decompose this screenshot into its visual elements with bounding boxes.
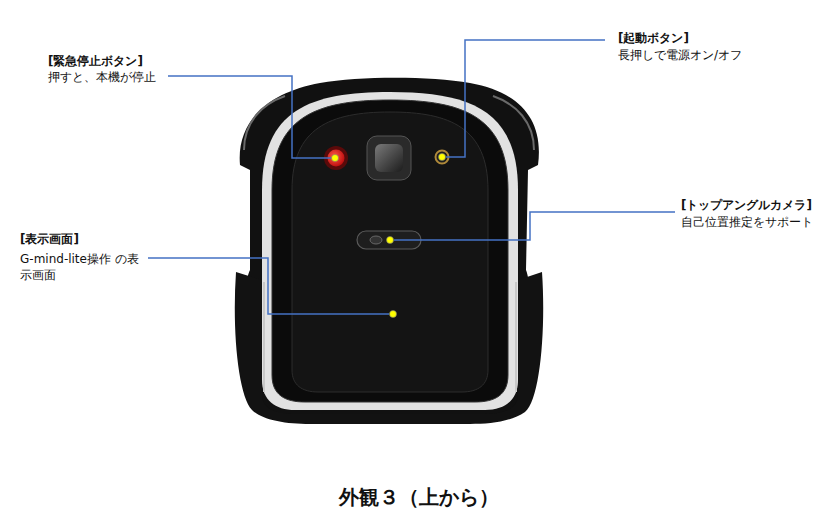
leader-line bbox=[148, 258, 389, 314]
bumper-strip bbox=[263, 282, 265, 392]
callout-text: 自己位置推定をサポート bbox=[681, 214, 813, 230]
callout-heading: [緊急停止ボタン] bbox=[48, 53, 143, 69]
target-dot bbox=[332, 155, 339, 162]
target-dot bbox=[390, 311, 397, 318]
callout-text: 押すと、本機が停止 bbox=[48, 69, 156, 85]
bumper-strip bbox=[515, 282, 517, 392]
callout-heading: [トップアングルカメラ] bbox=[681, 197, 812, 213]
target-dot bbox=[439, 154, 446, 161]
joystick-base bbox=[367, 136, 411, 180]
leader-line bbox=[394, 212, 675, 240]
leader-line bbox=[446, 40, 605, 157]
body-rim bbox=[262, 92, 518, 410]
callout-text: G-mind-lite操作 の表示画面 bbox=[20, 251, 140, 283]
front-bumper bbox=[235, 272, 543, 424]
target-dot bbox=[387, 237, 394, 244]
callout-text: 長押しで電源オン/オフ bbox=[618, 47, 742, 63]
figure-caption: 外観３（上から） bbox=[0, 484, 837, 510]
display-screen bbox=[292, 112, 488, 392]
joystick bbox=[375, 144, 403, 172]
camera-lens bbox=[370, 236, 382, 244]
leader-line bbox=[168, 76, 331, 158]
housing-outline bbox=[240, 78, 539, 422]
callout-heading: [起動ボタン] bbox=[618, 30, 689, 46]
callout-heading: [表示画面] bbox=[20, 231, 79, 247]
top-panel bbox=[272, 100, 508, 402]
